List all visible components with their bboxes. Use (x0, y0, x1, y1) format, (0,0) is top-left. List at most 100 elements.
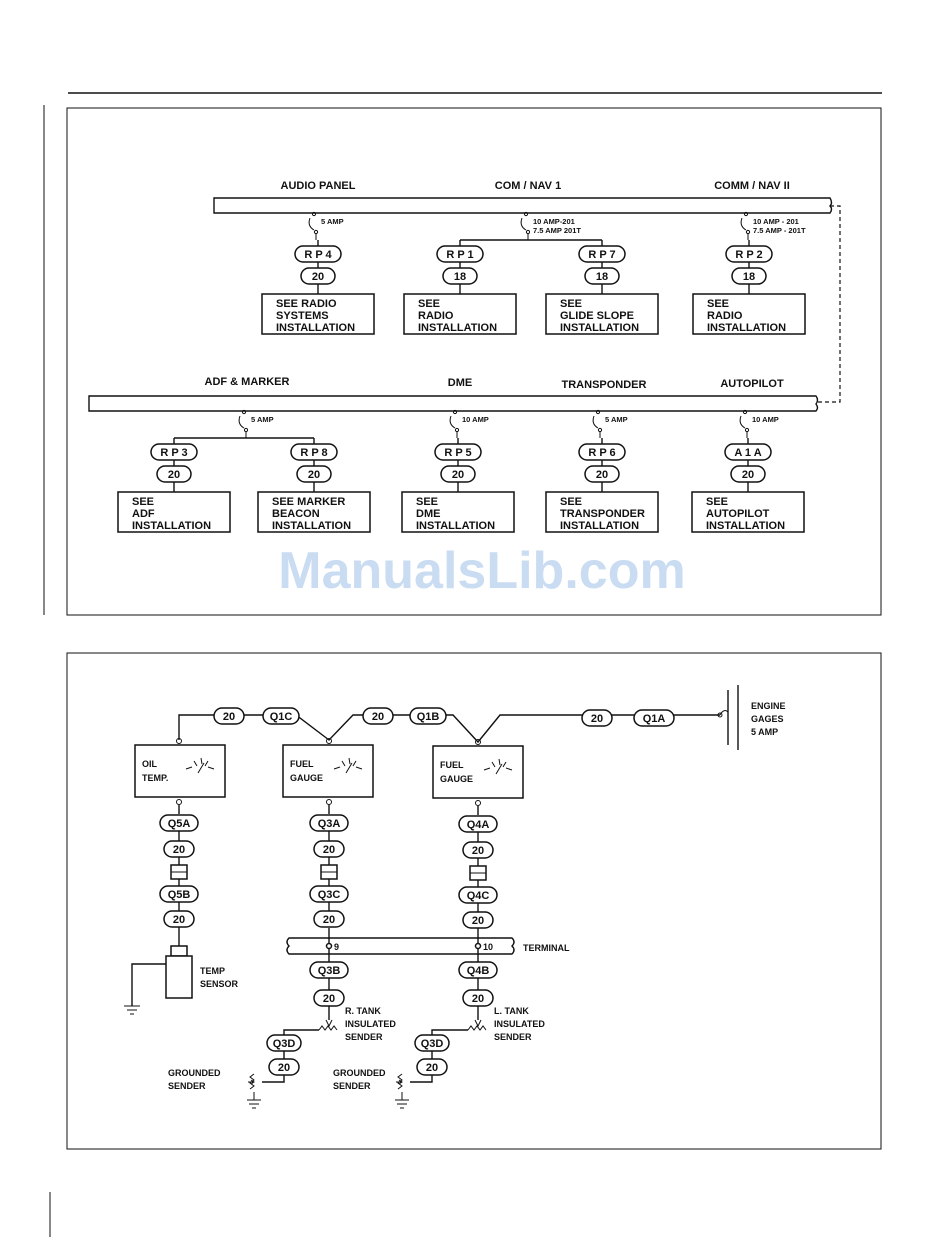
sensor-body-icon (165, 955, 193, 999)
dme-title: DME (448, 377, 472, 389)
reference-box-text-line: INSTALLATION (707, 322, 786, 334)
comm-nav-2-connector-rp2-label: R P 2 (735, 249, 762, 261)
autopilot-wire-gauge: 20 (730, 465, 766, 483)
connector-q4a: Q4A (458, 815, 498, 833)
reference-box-outline (117, 491, 231, 533)
wire-gauge: 20 (163, 840, 195, 858)
connector-q3d: Q3D (414, 1034, 450, 1052)
adf-marker-wire-gauge: 20 (296, 465, 332, 483)
breaker-switch-icon (719, 710, 729, 716)
grounded-sender-label-line: GROUNDED (333, 1068, 386, 1078)
breaker-contact-icon (597, 427, 603, 433)
arrow-icon (325, 1019, 333, 1028)
transponder-connector-rp6-label: R P 6 (588, 447, 615, 459)
sender-label-line: INSULATED (345, 1019, 396, 1029)
arrow-icon (474, 1019, 482, 1028)
transponder-breaker: 5 AMP (592, 409, 628, 438)
ground-icon (124, 1005, 140, 1015)
breaker-contact-icon (311, 211, 317, 217)
wire-code-q1a: Q1A (633, 709, 675, 727)
gauge-dial-icon (185, 757, 215, 774)
reference-box-text-line: INSTALLATION (560, 520, 639, 532)
connector-q3b-label: Q3B (318, 965, 341, 977)
terminal-pin-number: 9 (334, 942, 339, 952)
reference-box-outline (403, 293, 517, 335)
audio-panel-connector-rp4: R P 4 (294, 245, 342, 263)
wire-gauge-label: 20 (323, 993, 335, 1005)
autopilot-wire-gauge-label: 20 (742, 469, 754, 481)
watermark: ManualsLib.com (278, 542, 685, 600)
connector-q5b: Q5B (159, 885, 199, 903)
reference-box-text-line: SEE RADIO (276, 298, 337, 310)
breaker-rating: 10 AMP (752, 415, 779, 424)
connector-q3d-label: Q3D (273, 1038, 296, 1050)
breaker-arm-icon (740, 217, 747, 231)
breaker-label-line: ENGINE (751, 701, 786, 711)
sender-label-line: SENDER (345, 1032, 383, 1042)
transponder-title: TRANSPONDER (562, 379, 647, 391)
wire-gauge-q1b: 20 (362, 707, 394, 725)
reference-box-text-line: RADIO (418, 310, 454, 322)
terminal-label: TERMINAL (523, 943, 570, 953)
pill-outline (633, 709, 675, 727)
breaker-arm-icon (308, 217, 315, 231)
connector-q3a-label: Q3A (318, 818, 341, 830)
breaker-contact-icon (744, 427, 750, 433)
gauge-label-line: GAUGE (290, 773, 323, 783)
wire-gauge-label: 20 (472, 915, 484, 927)
breaker-contact-icon (452, 409, 458, 415)
resistor-icon (467, 1025, 487, 1031)
transponder-wire-gauge-label: 20 (596, 469, 608, 481)
wire-gauge-q1c: 20 (213, 707, 245, 725)
arrow-icon (396, 1079, 403, 1085)
wire-gauge: 20 (462, 989, 494, 1007)
terminal-dot (176, 738, 182, 744)
gauge-dial-icon (483, 758, 513, 775)
reference-box-outline (692, 293, 806, 335)
reference-box-outline (545, 491, 659, 533)
reference-box-text-line: INSTALLATION (418, 322, 497, 334)
reference-box-text-line: BEACON (272, 508, 320, 520)
reference-box-text-line: SEE (560, 496, 582, 508)
breaker-contact-icon (745, 229, 751, 235)
breaker-label-line: GAGES (751, 714, 784, 724)
breaker-arm-icon (739, 415, 746, 429)
reference-box-text-line: SEE (706, 496, 728, 508)
wire-code-q1c: Q1C (262, 707, 300, 725)
reference-box-text-line: SEE (132, 496, 154, 508)
reference-box-text-line: INSTALLATION (560, 322, 639, 334)
reference-box-text-line: AUTOPILOT (706, 508, 770, 520)
audio-panel-connector-rp4-label: R P 4 (304, 249, 332, 261)
autopilot-title: AUTOPILOT (720, 378, 784, 390)
breaker-contact-icon (523, 211, 529, 217)
com-nav-1-connector-rp1: R P 1 (436, 245, 484, 263)
connector-q5b-label: Q5B (168, 889, 191, 901)
transponder-connector-rp6: R P 6 (578, 443, 626, 461)
pill-outline (262, 707, 300, 725)
terminal-dot (326, 738, 332, 744)
reference-box-text-line: TRANSPONDER (560, 508, 645, 520)
reference-box-text-line: INSTALLATION (276, 322, 355, 334)
gauge-label-line: FUEL (440, 760, 464, 770)
radio-bus-1 (213, 197, 841, 403)
reference-box-outline (261, 293, 375, 335)
connector-q3c: Q3C (309, 885, 349, 903)
breaker-rating: 5 AMP (321, 217, 344, 226)
dme-wire-gauge: 20 (440, 465, 476, 483)
comm-nav-2-wire-gauge: 18 (731, 267, 767, 285)
audio-panel-wire-gauge-label: 20 (312, 271, 324, 283)
breaker-arm-icon (592, 415, 599, 429)
comm-nav-2-connector-rp2: R P 2 (725, 245, 773, 263)
transponder-wire-gauge: 20 (584, 465, 620, 483)
autopilot-breaker: 10 AMP (739, 409, 779, 438)
reference-box-text-line: SEE (418, 298, 440, 310)
autopilot-connector-a1a-label: A 1 A (734, 447, 761, 459)
